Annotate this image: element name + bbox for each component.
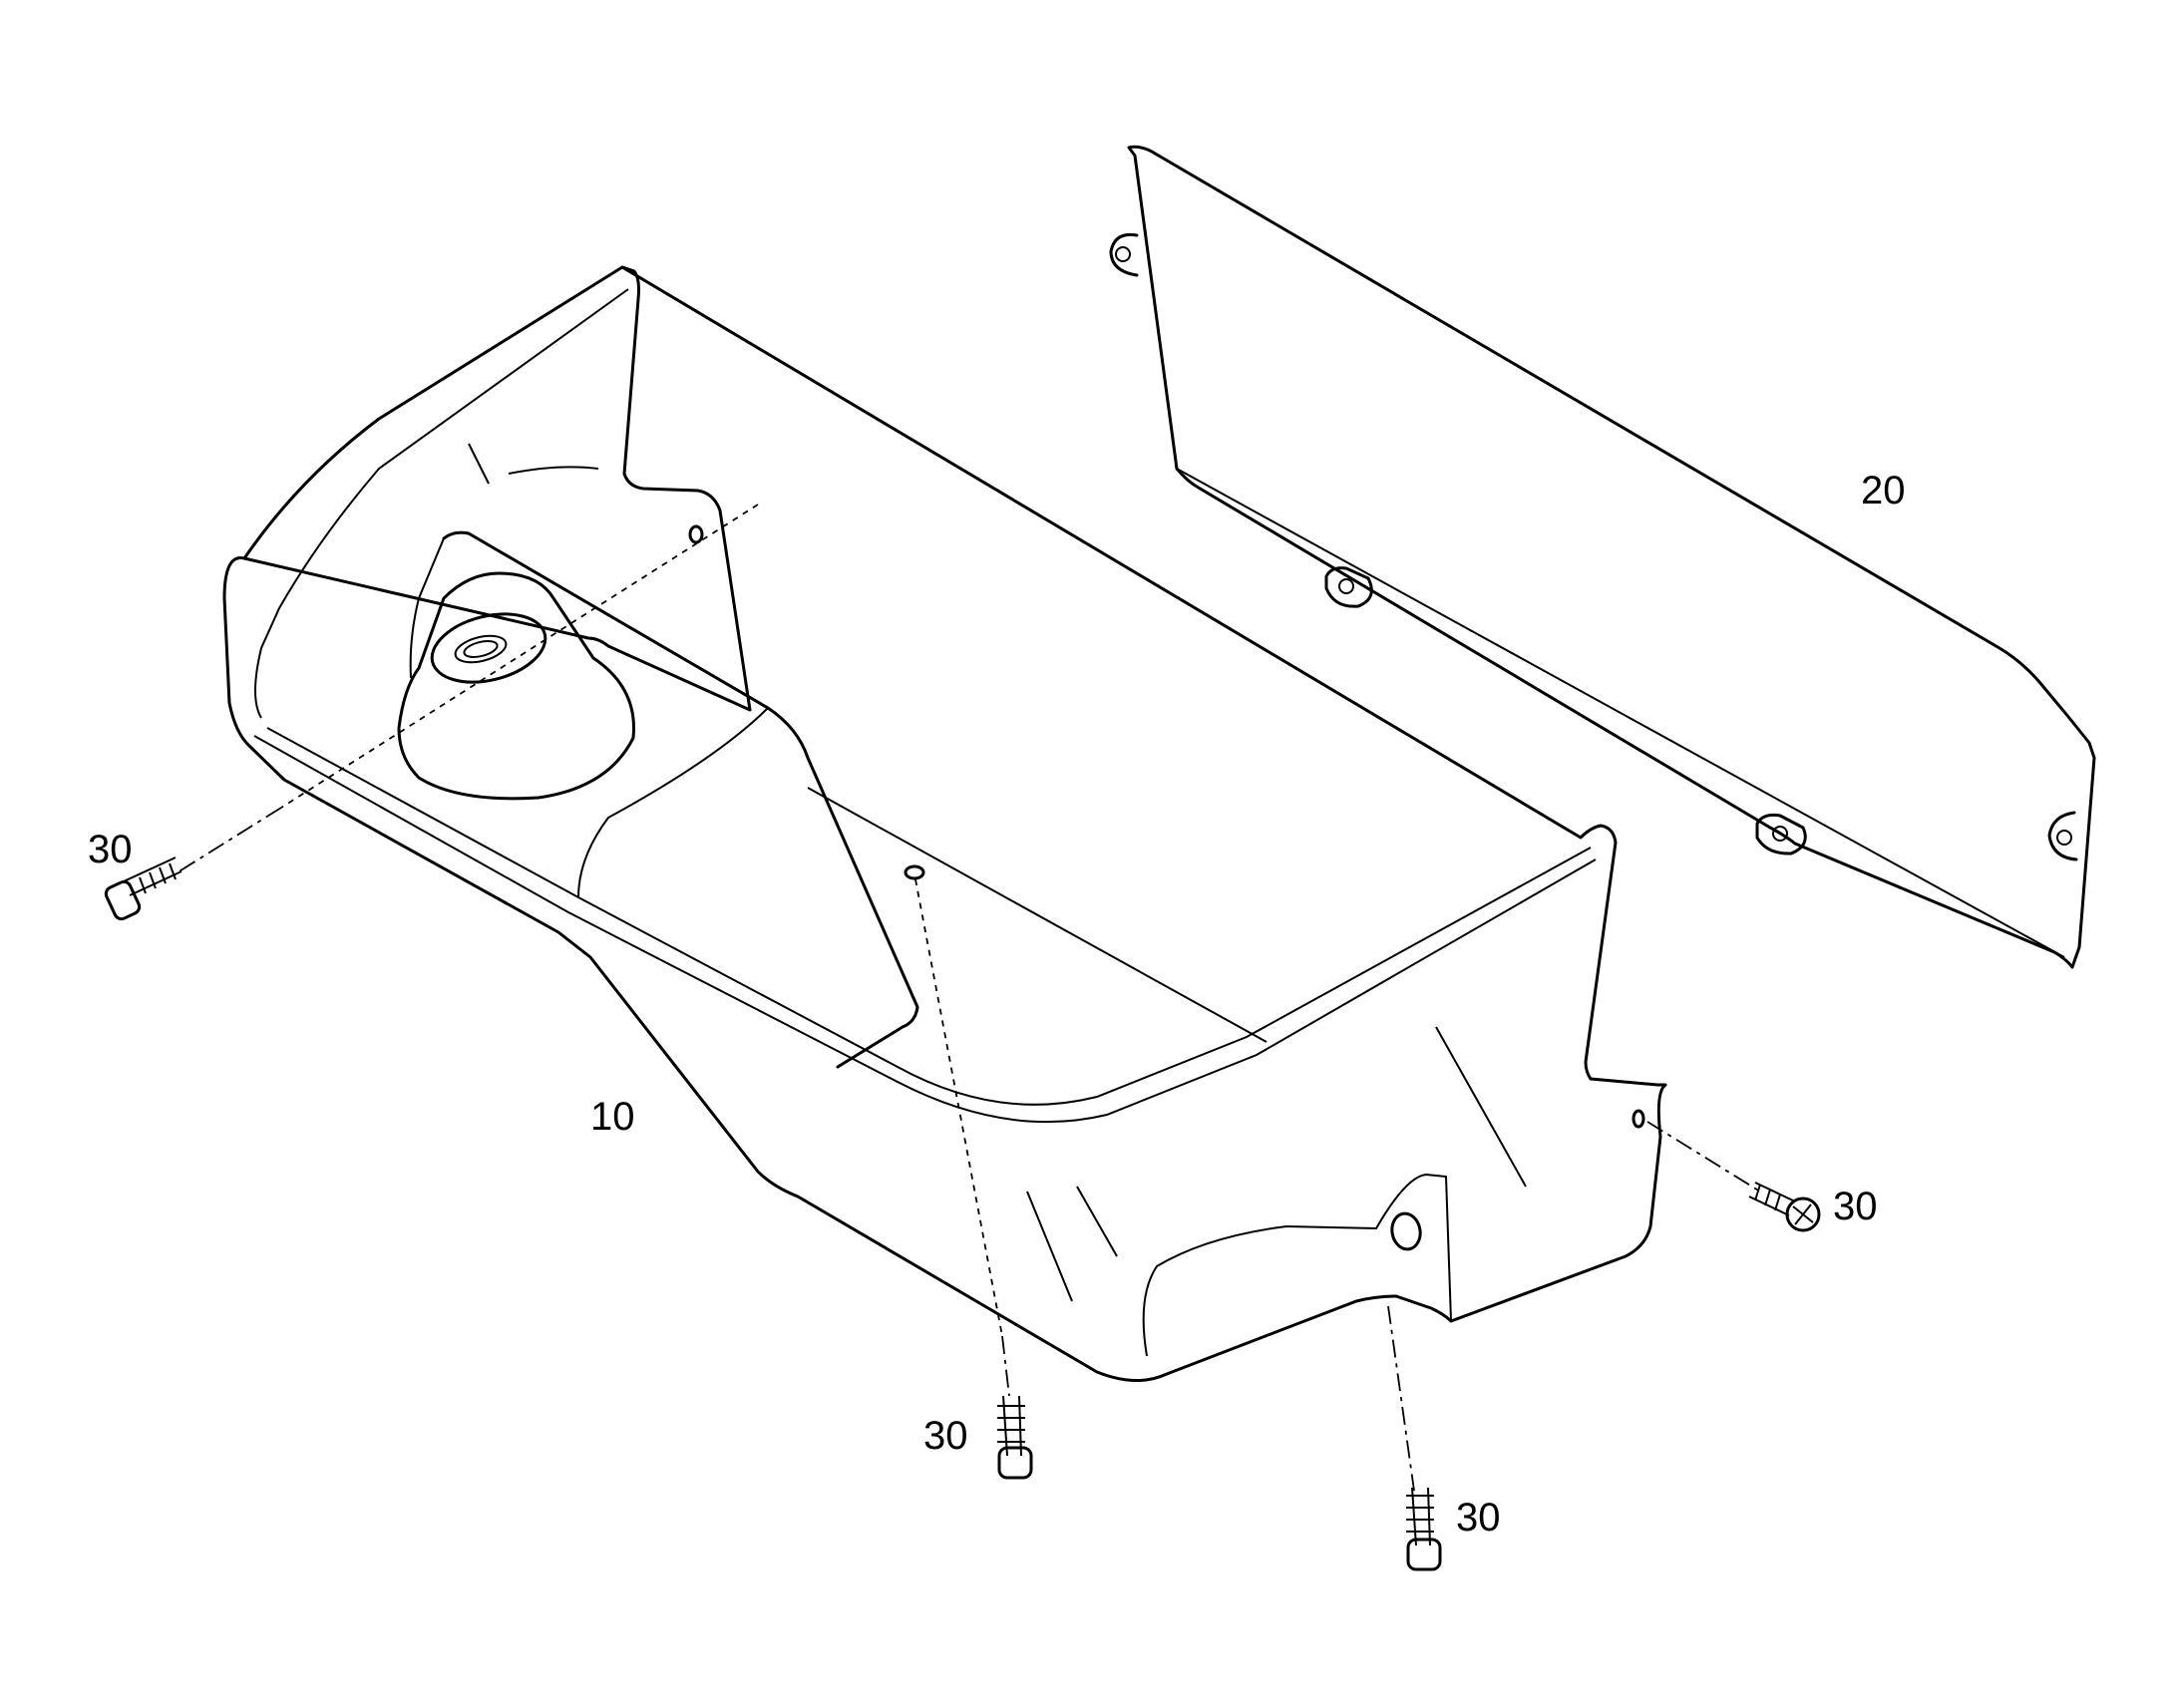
fastener-center-lines: [169, 504, 1761, 1492]
callout-screw-bottom-center: 30: [923, 1414, 968, 1458]
cover-body-part-10: [222, 265, 1667, 1383]
callout-part-10: 10: [590, 1095, 635, 1139]
back-panel-part-20: [1109, 145, 2096, 969]
callout-screw-right: 30: [1833, 1185, 1878, 1228]
screw-left: [104, 856, 182, 921]
screw-right: [1748, 1182, 1821, 1232]
callout-screw-bottom-right: 30: [1456, 1496, 1501, 1539]
callout-screw-left: 30: [88, 828, 133, 871]
screw-bottom-center: [997, 1395, 1033, 1480]
screw-bottom-right: [1406, 1487, 1442, 1571]
callout-part-20: 20: [1861, 469, 1906, 512]
